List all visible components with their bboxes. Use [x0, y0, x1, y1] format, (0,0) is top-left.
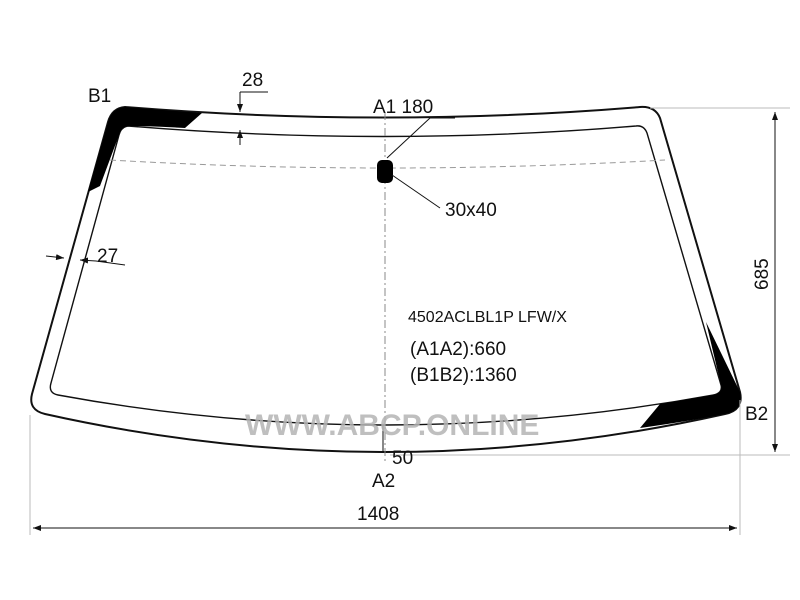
label-width: 1408 [357, 504, 399, 525]
b1b2-dimension: (B1B2):1360 [410, 365, 517, 386]
side-band-shelf [95, 260, 126, 266]
label-a1: A1 180 [373, 97, 433, 118]
sensor-leader-line [391, 174, 441, 209]
a1-leader-line [386, 117, 431, 159]
label-top-band: 28 [242, 70, 263, 91]
a1a2-dimension: (A1A2):660 [410, 339, 506, 360]
label-side-band: 27 [97, 246, 118, 267]
label-bottom-band: 50 [392, 448, 413, 469]
label-b2: B2 [745, 404, 768, 425]
side-band-arrow [45, 254, 65, 261]
part-number: 4502ACLBL1P LFW/X [408, 309, 567, 326]
black-print-bottom-right [640, 322, 741, 428]
label-a2: A2 [372, 471, 395, 492]
label-b1: B1 [88, 86, 111, 107]
label-height: 685 [752, 258, 773, 290]
label-sensor: 30x40 [445, 200, 497, 221]
black-print-top-left [88, 107, 202, 192]
sensor-area [377, 160, 393, 183]
side-band-arrow [79, 257, 97, 264]
watermark: WWW.ABCP.ONLINE [245, 409, 539, 442]
glass-outer-outline [30, 105, 742, 453]
